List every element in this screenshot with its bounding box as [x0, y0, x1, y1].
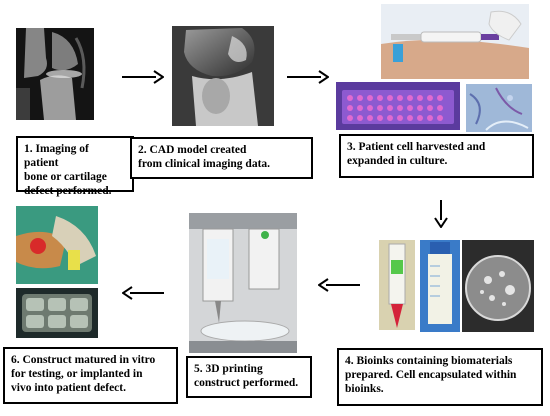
cell-culture-micrograph — [466, 84, 532, 132]
step-3-label: 3. Patient cell harvested and expanded i… — [339, 134, 534, 178]
step-1-label: 1. Imaging of patient bone or cartilage … — [16, 136, 134, 197]
arrow-left-5-to-6 — [122, 286, 164, 300]
step-2-label: 2. CAD model created from clinical imagi… — [130, 137, 313, 179]
bioink-syringe-photo — [379, 240, 415, 330]
cell-harvest-photo — [381, 4, 529, 79]
matured-construct-photo — [16, 288, 98, 338]
step-5-label: 5. 3D printing construct performed. — [186, 356, 312, 398]
bioink-tube-photo — [420, 240, 460, 332]
arrow-right-2-to-3 — [287, 70, 329, 84]
3d-printer-photo — [189, 213, 297, 353]
step-4-label: 4. Bioinks containing biomaterials prepa… — [337, 348, 543, 406]
cad-bone-model-image — [172, 26, 274, 126]
arrow-down-3-to-4 — [434, 200, 448, 228]
arrow-right-1-to-2 — [122, 70, 164, 84]
mri-knee-image — [16, 28, 94, 120]
step-6-label: 6. Construct matured in vitro for testin… — [3, 347, 178, 404]
bioink-petri-dish-photo — [462, 240, 534, 332]
well-plate-photo — [336, 82, 460, 130]
surgery-photo — [16, 206, 98, 284]
arrow-left-4-to-5 — [318, 278, 360, 292]
